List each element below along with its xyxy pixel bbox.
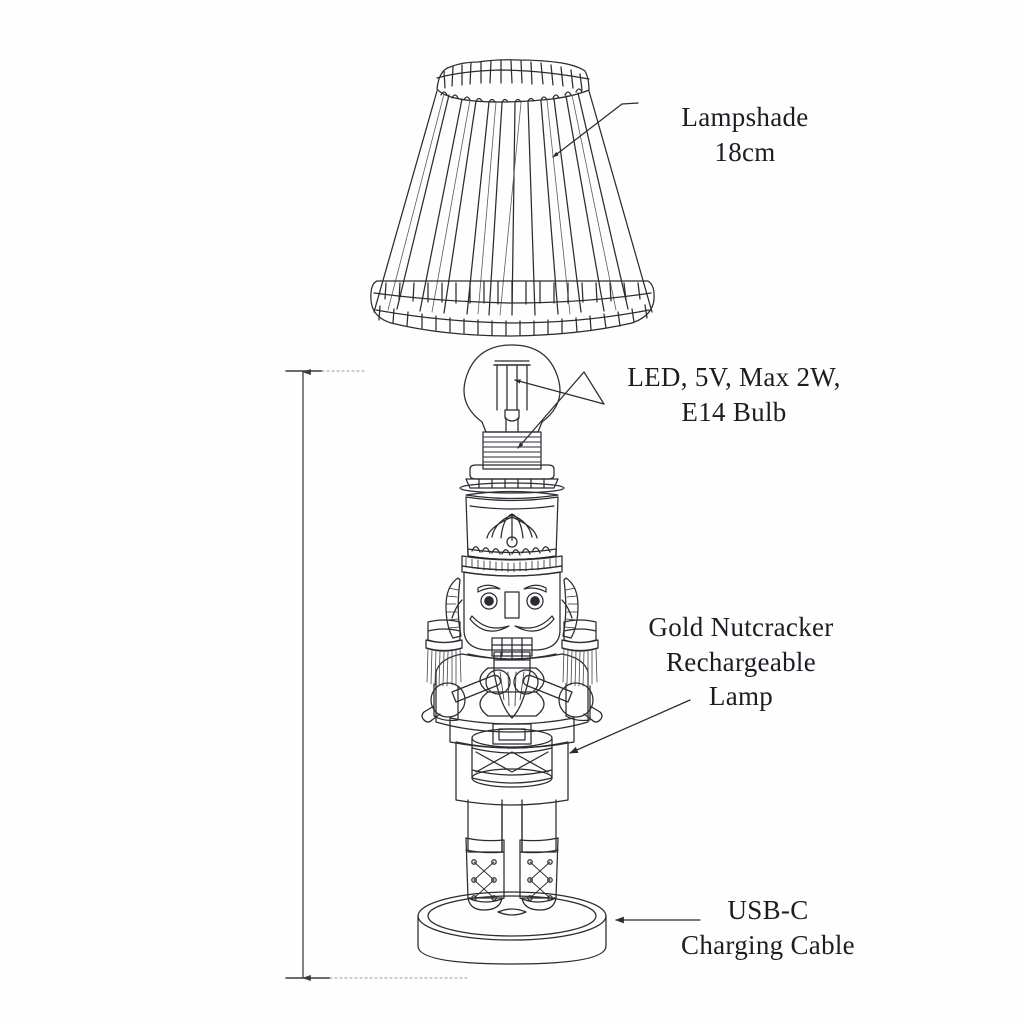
leader-bulb-filament: [514, 379, 605, 405]
hat-plume-emblem: [486, 513, 538, 548]
callout-bulb: LED, 5V, Max 2W, E14 Bulb: [627, 362, 841, 427]
lamp-base: [417, 891, 607, 965]
leader-lampshade: [552, 102, 639, 158]
leader-lines: [514, 102, 701, 924]
epaulette-right: [561, 619, 599, 687]
nutcracker-drum: [471, 728, 553, 788]
callout-lampshade: Lampshade 18cm: [681, 102, 809, 167]
leader-lamp: [569, 699, 691, 754]
leader-bulb-base: [517, 371, 605, 449]
overall-height-dimension: [285, 369, 471, 981]
pleated-lampshade: [370, 59, 655, 337]
callout-usb-c-cable: USB-C Charging Cable: [681, 895, 855, 960]
callout-lamp: Gold Nutcracker Rechargeable Lamp: [648, 612, 834, 712]
nutcracker-figure: [421, 490, 603, 911]
epaulette-left: [425, 619, 463, 687]
led-filament-bulb: [459, 344, 565, 494]
